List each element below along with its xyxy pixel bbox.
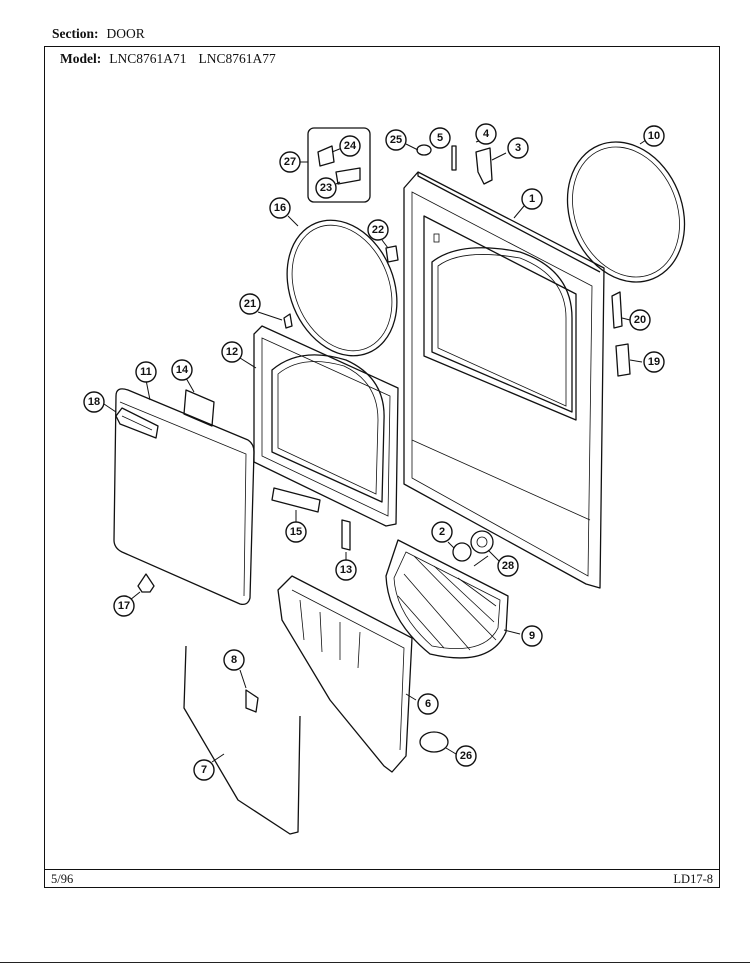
pin-part bbox=[451, 145, 457, 171]
callout-26-upper bbox=[473, 555, 489, 567]
callout-2: 2 bbox=[431, 521, 455, 549]
svg-text:1: 1 bbox=[529, 193, 535, 205]
diagram-frame: Model: LNC8761A71 LNC8761A77 5/96 LD17-8 bbox=[44, 46, 720, 888]
latch-part bbox=[475, 147, 493, 185]
inner-gasket-part bbox=[286, 219, 398, 357]
callout-9: 9 bbox=[503, 625, 543, 647]
callout-25: 25 bbox=[385, 129, 419, 151]
callout-22: 22 bbox=[367, 219, 389, 249]
callout-11: 11 bbox=[135, 361, 157, 401]
lint-screen-part bbox=[385, 539, 509, 659]
svg-text:6: 6 bbox=[425, 698, 431, 710]
svg-text:20: 20 bbox=[634, 314, 646, 326]
svg-text:4: 4 bbox=[483, 128, 490, 140]
svg-text:2: 2 bbox=[439, 526, 445, 538]
svg-text:16: 16 bbox=[274, 202, 286, 214]
callout-24: 24 bbox=[331, 135, 361, 157]
clip-bracket-part bbox=[245, 689, 259, 713]
hinge-bracket-part bbox=[615, 343, 631, 377]
model-heading: Model: LNC8761A71 LNC8761A77 bbox=[60, 51, 276, 67]
svg-text:13: 13 bbox=[340, 564, 352, 576]
footer-date: 5/96 bbox=[51, 872, 74, 886]
svg-text:15: 15 bbox=[290, 526, 302, 538]
callout-19: 19 bbox=[629, 351, 665, 373]
wire-rod-part bbox=[183, 645, 301, 835]
outer-gasket-part bbox=[566, 141, 686, 283]
svg-text:12: 12 bbox=[226, 346, 238, 358]
clip-part bbox=[385, 245, 399, 263]
page-bottom-rule bbox=[0, 962, 750, 963]
callout-21: 21 bbox=[239, 293, 283, 321]
svg-text:26: 26 bbox=[460, 750, 472, 762]
callout-10: 10 bbox=[639, 125, 665, 147]
callout-8: 8 bbox=[223, 649, 247, 689]
callout-27: 27 bbox=[279, 151, 308, 173]
switch-assembly-group bbox=[307, 127, 371, 203]
footer-divider bbox=[45, 869, 719, 870]
callout-16: 16 bbox=[269, 197, 299, 227]
section-heading: Section: DOOR bbox=[52, 26, 145, 42]
bezel-part bbox=[470, 530, 494, 554]
callout-5: 5 bbox=[429, 127, 451, 149]
bumper-part bbox=[416, 144, 432, 156]
callout-7: 7 bbox=[193, 753, 225, 781]
callout-20: 20 bbox=[621, 309, 651, 331]
section-label: Section: bbox=[52, 26, 99, 41]
svg-text:27: 27 bbox=[284, 156, 296, 168]
svg-text:22: 22 bbox=[372, 224, 384, 236]
svg-text:3: 3 bbox=[515, 142, 521, 154]
svg-text:11: 11 bbox=[140, 366, 152, 378]
callout-14: 14 bbox=[171, 359, 195, 393]
svg-text:18: 18 bbox=[88, 396, 100, 408]
section-value: DOOR bbox=[106, 26, 145, 41]
front-panel-part bbox=[403, 171, 605, 589]
svg-text:5: 5 bbox=[437, 132, 443, 144]
callout-3: 3 bbox=[491, 137, 529, 161]
svg-text:17: 17 bbox=[118, 600, 130, 612]
model-number: LNC8761A71 bbox=[109, 51, 187, 66]
callout-26: 26 bbox=[445, 745, 477, 767]
callout-15: 15 bbox=[285, 510, 307, 543]
callout-4: 4 bbox=[475, 123, 497, 145]
svg-text:10: 10 bbox=[648, 130, 660, 142]
callout-1: 1 bbox=[513, 188, 543, 219]
door-strip-part bbox=[271, 487, 321, 513]
callout-12: 12 bbox=[221, 341, 257, 369]
knob-part bbox=[452, 542, 472, 562]
callout-13: 13 bbox=[335, 552, 357, 581]
svg-text:23: 23 bbox=[320, 182, 332, 194]
outer-door-part bbox=[113, 388, 255, 606]
svg-text:28: 28 bbox=[502, 560, 514, 572]
callout-6: 6 bbox=[405, 693, 439, 715]
svg-text:8: 8 bbox=[231, 654, 237, 666]
svg-text:24: 24 bbox=[344, 140, 357, 152]
svg-text:7: 7 bbox=[201, 764, 207, 776]
svg-text:19: 19 bbox=[648, 356, 660, 368]
footer-page-code: LD17-8 bbox=[673, 872, 713, 886]
door-liner-part bbox=[253, 325, 399, 527]
callout-23: 23 bbox=[315, 177, 341, 199]
svg-text:9: 9 bbox=[529, 630, 535, 642]
hinge-part bbox=[341, 519, 351, 551]
lower-panel-part bbox=[277, 575, 413, 773]
callout-18: 18 bbox=[83, 391, 117, 413]
callout-28: 28 bbox=[487, 549, 519, 577]
strike-part bbox=[283, 313, 293, 329]
foot-part bbox=[137, 573, 155, 593]
door-handle-part bbox=[115, 407, 159, 439]
callout-17: 17 bbox=[113, 591, 141, 617]
door-pad-part bbox=[183, 389, 215, 427]
model-number: LNC8761A77 bbox=[198, 51, 276, 66]
o-ring-part bbox=[419, 731, 449, 753]
bracket-part bbox=[611, 291, 623, 329]
model-label: Model: bbox=[60, 51, 102, 66]
svg-text:21: 21 bbox=[244, 298, 256, 310]
svg-text:14: 14 bbox=[176, 364, 189, 376]
svg-text:25: 25 bbox=[390, 134, 402, 146]
